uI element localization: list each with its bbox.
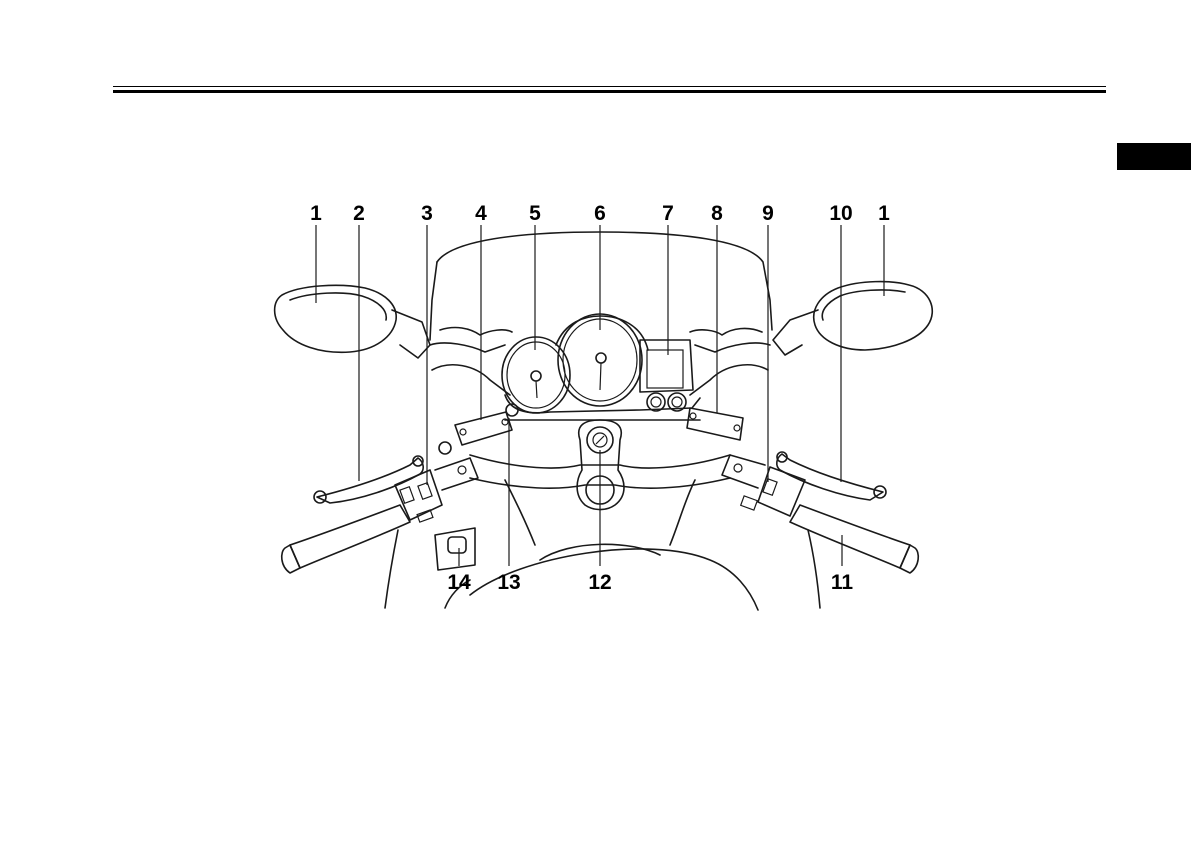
callout-label: 11 [831,571,854,594]
callout-label: 14 [447,571,471,594]
callout-label: 9 [762,202,774,225]
callout-label: 8 [711,202,723,225]
callout-label: 1 [310,202,322,225]
callout-label: 5 [529,202,541,225]
callout-label: 2 [353,202,365,225]
left-mirror [275,285,430,358]
callout-label: 3 [421,202,433,225]
right-handlebar-switches [722,455,805,516]
speedometer [556,314,648,406]
right-mirror [773,282,932,355]
callout-label: 7 [662,202,674,225]
callout-label: 4 [475,202,487,225]
callout-label: 13 [497,571,520,594]
callout-leaders [316,225,884,566]
callout-label: 6 [594,202,606,225]
hazard-switch [435,528,475,570]
callout-label: 1 [878,202,890,225]
left-grip [282,505,410,573]
windshield [437,232,772,330]
callout-label: 10 [829,202,852,225]
left-handlebar-switches [395,458,478,522]
brake-fluid-reservoir [687,408,743,440]
callout-label: 12 [588,571,611,594]
